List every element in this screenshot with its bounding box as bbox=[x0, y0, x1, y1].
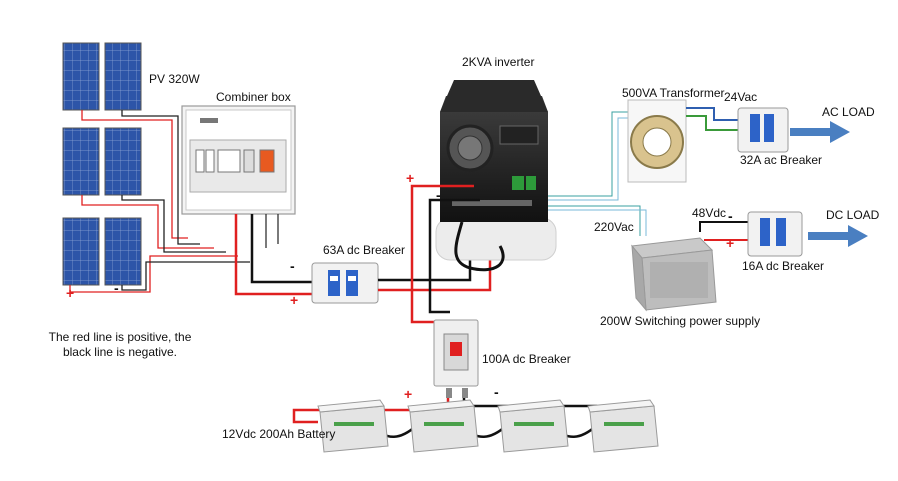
psu-label: 200W Switching power supply bbox=[600, 314, 761, 328]
ac-load-wires bbox=[686, 107, 740, 131]
inverter-2kva bbox=[435, 80, 557, 272]
ac24-label: 24Vac bbox=[724, 90, 758, 104]
solar-panel bbox=[104, 127, 142, 196]
negative-marker: - bbox=[290, 258, 295, 274]
pv-string-wires bbox=[69, 110, 250, 293]
negative-marker: - bbox=[114, 280, 119, 296]
inverter-label: 2KVA inverter bbox=[462, 55, 535, 69]
battery-main-wires bbox=[410, 184, 480, 324]
polarity-markers: + - + - + - + - + - bbox=[66, 170, 734, 402]
battery-label: 12Vdc 200Ah Battery bbox=[222, 427, 336, 441]
note-line-2: black line is negative. bbox=[62, 345, 178, 359]
dc48-label: 48Vdc bbox=[692, 206, 727, 220]
solar-panel-array bbox=[62, 42, 142, 286]
positive-marker: + bbox=[290, 292, 298, 308]
transformer-label: 500VA Transformer bbox=[622, 86, 725, 100]
positive-marker: + bbox=[406, 170, 414, 186]
wire-color-note: The red line is positive, the black line… bbox=[30, 330, 210, 360]
dc-load-wires bbox=[699, 221, 752, 241]
positive-marker: + bbox=[66, 285, 74, 301]
positive-marker: + bbox=[726, 235, 734, 251]
solar-panel bbox=[62, 42, 100, 111]
battery bbox=[587, 399, 659, 453]
breaker-100a bbox=[433, 319, 479, 398]
ac-load-arrow bbox=[790, 121, 850, 143]
dc-breaker-63-label: 63A dc Breaker bbox=[323, 243, 406, 257]
ac-load-label: AC LOAD bbox=[822, 105, 875, 119]
breaker-16a-dc bbox=[747, 211, 803, 257]
solar-panel bbox=[62, 127, 100, 196]
positive-marker: + bbox=[404, 386, 412, 402]
negative-marker: - bbox=[728, 208, 733, 224]
combiner-box bbox=[181, 105, 296, 215]
battery bbox=[497, 399, 569, 453]
combiner-output-wires bbox=[234, 214, 320, 296]
solar-panel bbox=[62, 217, 100, 286]
negative-marker: - bbox=[436, 187, 441, 203]
breaker-32a-ac bbox=[737, 107, 789, 153]
ac220-label: 220Vac bbox=[594, 220, 634, 234]
ac-output-wires bbox=[548, 111, 647, 236]
dc-breaker-100-label: 100A dc Breaker bbox=[482, 352, 571, 366]
battery-bank bbox=[317, 399, 659, 453]
dc-breaker-16-label: 16A dc Breaker bbox=[742, 259, 825, 273]
transformer-500va bbox=[627, 99, 687, 183]
dc-load-arrow bbox=[808, 225, 868, 247]
combiner-label: Combiner box bbox=[216, 90, 291, 104]
breaker-63a bbox=[311, 262, 379, 304]
ac-breaker-label: 32A ac Breaker bbox=[740, 153, 823, 167]
switching-power-supply bbox=[631, 237, 717, 312]
solar-panel bbox=[104, 42, 142, 111]
pv-label: PV 320W bbox=[149, 72, 200, 86]
note-line-1: The red line is positive, the bbox=[48, 330, 192, 344]
battery bbox=[407, 399, 479, 453]
dc-load-label: DC LOAD bbox=[826, 208, 880, 222]
battery bbox=[317, 399, 389, 453]
negative-marker: - bbox=[494, 384, 499, 400]
solar-panel bbox=[104, 217, 142, 286]
